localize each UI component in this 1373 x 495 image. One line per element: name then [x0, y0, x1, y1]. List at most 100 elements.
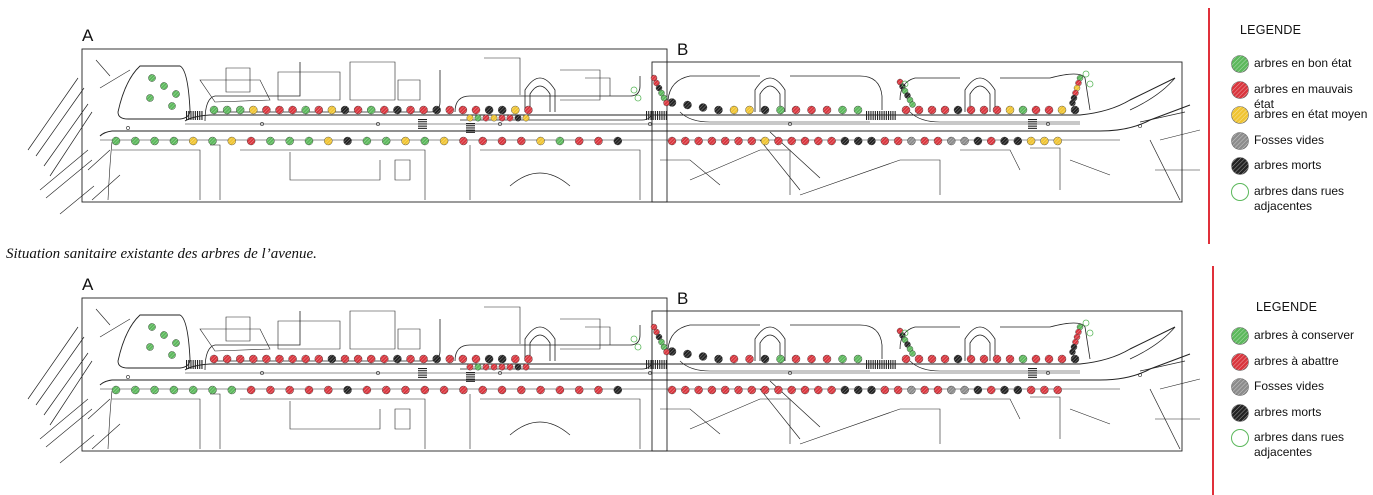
tree-hatch — [524, 106, 533, 114]
section-label-a: A — [82, 26, 94, 45]
tree-hatch — [973, 137, 982, 145]
tree-hatch — [536, 137, 545, 145]
tree-hatch — [485, 355, 494, 363]
legend-item-empty: Fosses vides — [1230, 131, 1373, 151]
tree-hatch — [827, 386, 836, 394]
tree-hatch — [498, 114, 506, 122]
section-label-b: B — [677, 40, 689, 59]
tree-hatch — [506, 114, 514, 122]
tree-hatch — [774, 137, 783, 145]
tree-hatch — [854, 386, 863, 394]
site-plan-existing — [27, 48, 1200, 215]
tree-hatch — [801, 386, 809, 394]
legend-item-label: arbres à abattre — [1254, 353, 1339, 368]
tree-hatch — [445, 355, 454, 363]
tree-adjacent — [901, 329, 909, 337]
tree-hatch — [1072, 90, 1079, 96]
tree-hatch — [367, 355, 376, 363]
tree-hatch — [249, 355, 258, 363]
tree-hatch — [522, 363, 530, 371]
tree-hatch — [1045, 106, 1053, 114]
tree-hatch — [1045, 355, 1053, 363]
tree-hatch — [517, 386, 526, 394]
tree-hatch — [249, 106, 258, 114]
tree-hatch — [146, 94, 154, 102]
legend-swatch-icon — [1231, 352, 1249, 371]
tree-hatch — [658, 339, 665, 345]
tree-hatch — [814, 137, 823, 145]
tree-hatch — [973, 386, 982, 394]
legend-item-label: arbres dans rues adjacentes — [1254, 183, 1345, 213]
tree-hatch — [694, 137, 703, 145]
tree-hatch — [445, 106, 454, 114]
tree-hatch — [555, 137, 564, 145]
tree-hatch — [714, 355, 723, 363]
legend-item-label: arbres en état moyen — [1254, 107, 1368, 121]
tree-hatch — [967, 106, 975, 114]
tree-hatch — [1006, 106, 1014, 114]
tree-hatch — [1069, 349, 1076, 355]
tree-hatch — [653, 329, 660, 335]
tree-hatch — [1019, 106, 1027, 114]
tree-hatch — [668, 137, 676, 145]
tree-adjacent — [901, 80, 909, 88]
tree-hatch — [745, 106, 754, 114]
tree-hatch — [380, 106, 389, 114]
tree-hatch — [305, 137, 313, 145]
tree-hatch — [490, 363, 498, 371]
tree-hatch — [792, 355, 800, 363]
tree-hatch — [1077, 75, 1083, 81]
legend-swatch-icon — [1231, 131, 1249, 150]
tree-hatch — [131, 137, 140, 145]
legend-item-label: arbres morts — [1254, 158, 1322, 172]
tree-hatch — [1032, 355, 1040, 363]
tree-hatch — [362, 137, 371, 145]
tree-hatch — [747, 137, 756, 145]
tree-hatch — [651, 324, 657, 330]
site-plan-proposed — [27, 297, 1200, 464]
section-label-a: A — [82, 275, 94, 294]
tree-hatch — [838, 355, 847, 363]
tree-hatch — [613, 137, 622, 145]
tree-adjacent — [1086, 80, 1094, 88]
tree-hatch — [954, 355, 962, 363]
tree-hatch — [681, 386, 690, 394]
tree-adjacent — [634, 343, 642, 351]
tree-hatch — [807, 355, 816, 363]
tree-hatch — [227, 386, 236, 394]
tree-hatch — [663, 349, 670, 355]
tree-hatch — [354, 355, 363, 363]
tree-hatch — [714, 106, 723, 114]
tree-hatch — [1006, 355, 1014, 363]
frame-b — [651, 310, 1183, 452]
tree-hatch — [1058, 106, 1066, 114]
tree-hatch — [967, 355, 975, 363]
tree-hatch — [993, 355, 1001, 363]
tree-hatch — [266, 386, 275, 394]
tree-hatch — [915, 355, 923, 363]
legend-swatch-icon — [1231, 378, 1249, 396]
legend-swatch-icon — [1231, 157, 1249, 175]
tree-hatch — [1000, 137, 1009, 145]
tree-hatch — [880, 386, 889, 394]
tree-hatch — [1058, 355, 1066, 363]
tree-hatch — [498, 137, 506, 145]
tree-hatch — [776, 106, 785, 114]
tree-hatch — [393, 106, 402, 114]
tree-hatch — [1077, 324, 1083, 330]
tree-hatch — [517, 137, 526, 145]
tree-hatch — [960, 137, 969, 145]
tree-hatch — [909, 101, 916, 108]
legend-title: LEGENDE — [1240, 23, 1302, 37]
tree-hatch — [734, 386, 743, 394]
tree-hatch — [707, 137, 716, 145]
tree-hatch — [787, 386, 796, 394]
tree-hatch — [594, 386, 603, 394]
tree-hatch — [915, 106, 923, 114]
tree-hatch — [902, 106, 910, 114]
tree-hatch — [730, 106, 738, 114]
legend-item-label: arbres en mauvais état — [1254, 81, 1353, 111]
tree-hatch — [482, 114, 490, 122]
tree-hatch — [474, 363, 482, 371]
